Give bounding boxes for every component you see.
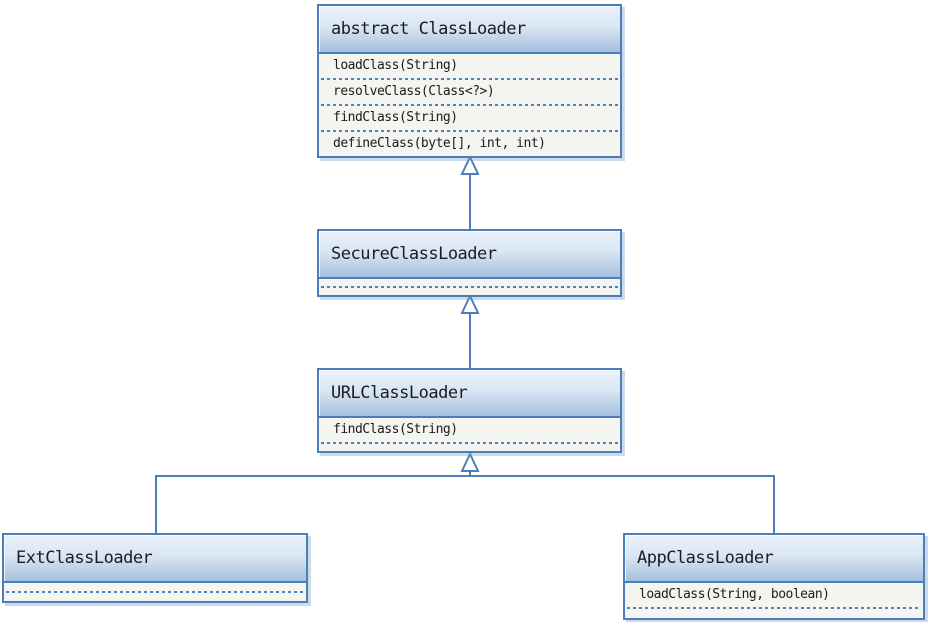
method-row: findClass(String)	[333, 422, 458, 437]
class-box-url-classloader: URLClassLoader findClass(String)	[317, 368, 622, 453]
class-header: URLClassLoader	[319, 370, 620, 418]
inheritance-arrowhead-icon	[460, 293, 480, 314]
inheritance-arrowhead-icon	[460, 451, 480, 472]
method-row: loadClass(String, boolean)	[639, 587, 830, 602]
class-title: AppClassLoader	[637, 548, 774, 568]
method-row: resolveClass(Class<?>)	[333, 84, 495, 99]
class-box-app-classloader: AppClassLoader loadClass(String, boolean…	[623, 533, 925, 620]
class-header: AppClassLoader	[625, 535, 923, 583]
class-box-abstract-classloader: abstract ClassLoader loadClass(String) r…	[317, 4, 622, 158]
class-body: loadClass(String, boolean)	[625, 583, 923, 618]
method-row: findClass(String)	[333, 110, 458, 125]
class-body: loadClass(String) resolveClass(Class<?>)…	[319, 54, 620, 156]
method-separator	[627, 607, 921, 609]
class-body: findClass(String)	[319, 418, 620, 451]
attribute-method-separator	[321, 286, 618, 288]
method-separator	[321, 442, 618, 444]
class-body	[4, 583, 306, 601]
class-header: ExtClassLoader	[4, 535, 306, 583]
class-title: abstract ClassLoader	[331, 19, 526, 39]
class-header: SecureClassLoader	[319, 231, 620, 279]
class-title: SecureClassLoader	[331, 244, 497, 264]
class-box-ext-classloader: ExtClassLoader	[2, 533, 308, 603]
class-title: ExtClassLoader	[16, 548, 153, 568]
class-title: URLClassLoader	[331, 383, 468, 403]
method-separator	[321, 78, 618, 80]
method-row: loadClass(String)	[333, 58, 458, 73]
method-separator	[321, 130, 618, 132]
class-header: abstract ClassLoader	[319, 6, 620, 54]
method-separator	[321, 104, 618, 106]
inheritance-arrowhead-icon	[460, 154, 480, 175]
method-row: defineClass(byte[], int, int)	[333, 136, 546, 151]
class-body	[319, 279, 620, 295]
class-box-secure-classloader: SecureClassLoader	[317, 229, 622, 297]
attribute-method-separator	[6, 591, 304, 593]
